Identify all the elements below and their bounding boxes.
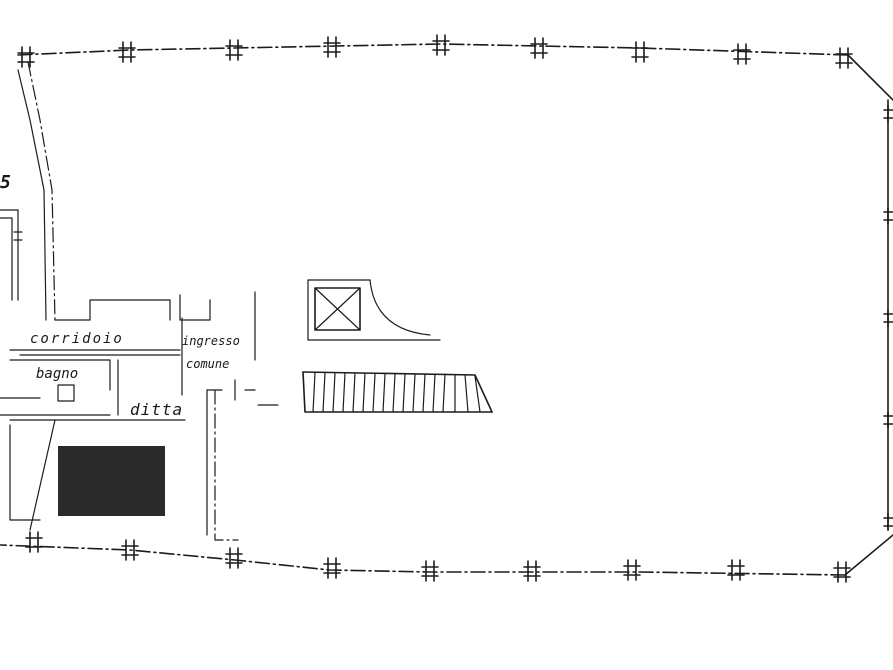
bathroom-walls [0, 359, 119, 416]
company-room-walls [9, 379, 279, 541]
entrance-label-line1: ingresso [182, 334, 240, 348]
staircase [302, 371, 493, 413]
corridor-label: corridoio [30, 331, 124, 347]
lift-shaft [307, 279, 441, 341]
columns [17, 34, 893, 583]
left-edge-wall [0, 209, 23, 301]
entrance-label-line2: comune [186, 357, 229, 371]
redaction-block [58, 446, 165, 516]
company-label: ditta [130, 400, 183, 419]
bathroom-label: bagno [36, 366, 78, 382]
margin-mark-label: 5 [0, 172, 11, 193]
corridor-walls [9, 291, 256, 396]
